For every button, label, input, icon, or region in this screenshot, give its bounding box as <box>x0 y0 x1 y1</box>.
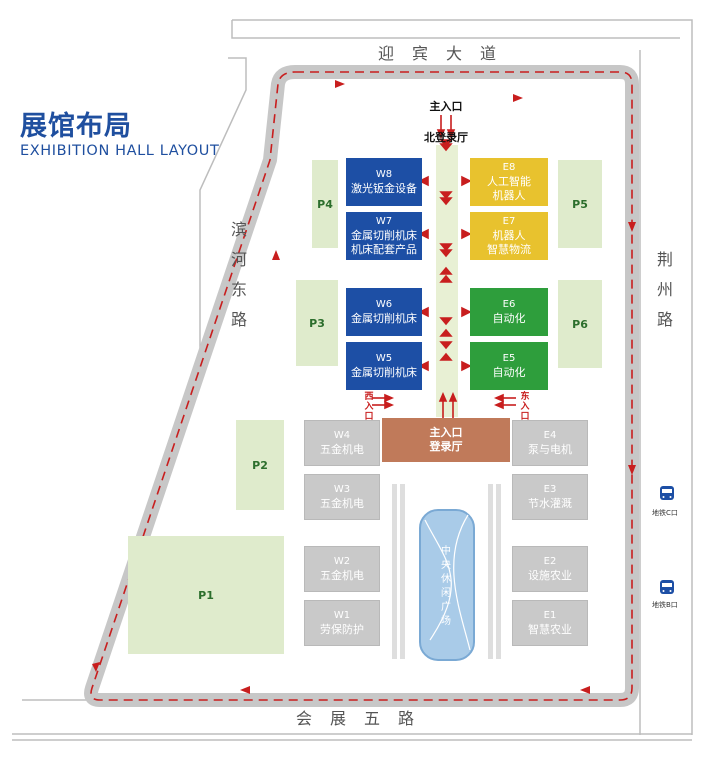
road-outlines <box>12 19 693 741</box>
main-registration-hall[interactable]: 主入口 登录厅 <box>382 418 510 462</box>
parking-p5[interactable]: P5 <box>558 160 602 248</box>
page-title: 展馆布局 <box>20 111 132 142</box>
north-hall-label: 北登录厅 <box>424 131 468 144</box>
parking-p1[interactable]: P1 <box>128 536 284 654</box>
corridor-arrows <box>372 115 516 420</box>
east-entrance-label: 东入口 <box>520 392 530 422</box>
road-west: 滨河东路 <box>230 220 247 329</box>
metro-c-label: 地铁C口 <box>652 509 678 517</box>
north-entrance-label: 主入口 <box>429 100 463 113</box>
metro-icon <box>660 486 674 594</box>
central-plaza <box>419 509 475 661</box>
parking-p2[interactable]: P2 <box>236 420 284 510</box>
central-plaza-label: 中央休闲广场 <box>441 546 451 627</box>
road-north: 迎宾大道 <box>378 44 515 63</box>
parking-p6[interactable]: P6 <box>558 280 602 368</box>
main-entrance-label: 主入口 <box>429 426 463 439</box>
road-south: 会展五路 <box>296 709 433 728</box>
metro-b-label: 地铁B口 <box>652 601 678 609</box>
main-hall-label: 登录厅 <box>429 440 463 453</box>
route-line <box>90 71 633 701</box>
page-subtitle: EXHIBITION HALL LAYOUT <box>20 143 220 159</box>
parking-p4[interactable]: P4 <box>312 160 338 248</box>
parking-p3[interactable]: P3 <box>296 280 338 366</box>
west-entrance-label: 西入口 <box>364 392 374 422</box>
route-arrows <box>92 80 636 694</box>
road-east: 荆州路 <box>656 250 673 329</box>
